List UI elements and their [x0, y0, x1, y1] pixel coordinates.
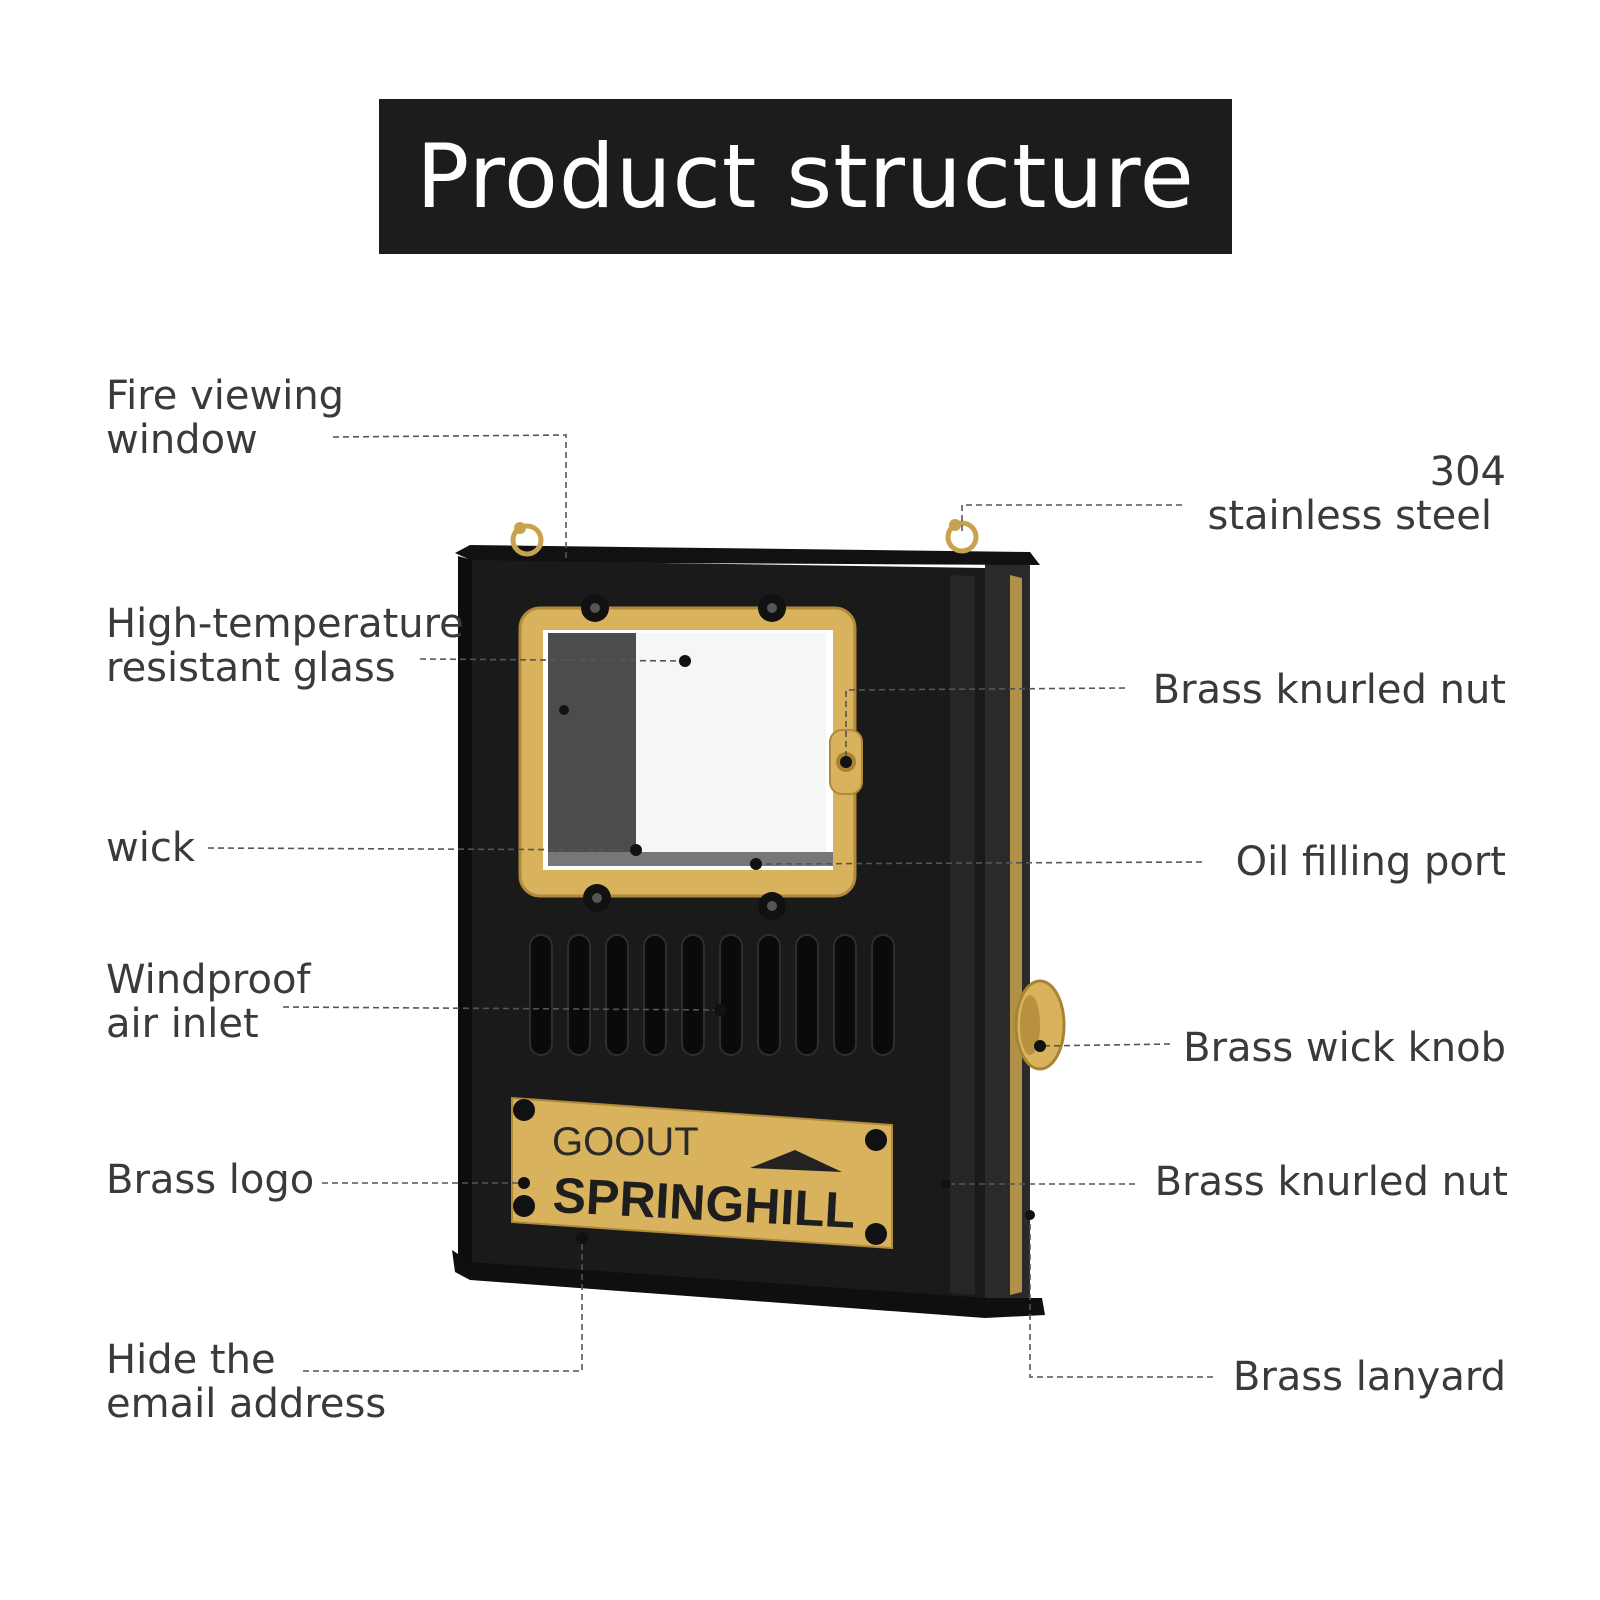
label-brass-lanyard: Brass lanyard: [1232, 1354, 1506, 1400]
label-oil-filling-port: Oil filling port: [1235, 839, 1506, 885]
label-brass-wick-knob: Brass wick knob: [1183, 1025, 1506, 1071]
label-brass-knurled-nut-top: Brass knurled nut: [1152, 667, 1506, 713]
fire-window: [518, 594, 863, 920]
air-inlet-vents: [529, 934, 895, 1056]
brass-logo-plate: GOOUT SPRINGHILL: [511, 1096, 893, 1250]
logo-line-1: GOOUT: [552, 1120, 699, 1164]
label-high-temp-glass: High-temperature resistant glass: [106, 601, 464, 691]
label-windproof-air-inlet: Windproof air inlet: [106, 957, 311, 1047]
page-title: Product structure: [416, 125, 1195, 228]
leader-lines: [207, 434, 1213, 1378]
label-stainless-steel: 304 stainless steel: [1207, 449, 1506, 539]
label-fire-viewing-window: Fire viewing window: [106, 373, 345, 463]
target-dots: [518, 655, 1035, 1244]
label-wick: wick: [106, 825, 195, 871]
label-brass-knurled-nut-bottom: Brass knurled nut: [1154, 1159, 1508, 1205]
title-banner: Product structure: [379, 99, 1232, 254]
brass-ring-icon: [510, 519, 979, 557]
label-hide-email: Hide the email address: [106, 1337, 387, 1427]
target-dot-knob: [1034, 1040, 1046, 1052]
wick-knob: [1014, 979, 1066, 1071]
label-brass-logo: Brass logo: [106, 1157, 315, 1203]
target-dot-nut: [840, 756, 852, 768]
